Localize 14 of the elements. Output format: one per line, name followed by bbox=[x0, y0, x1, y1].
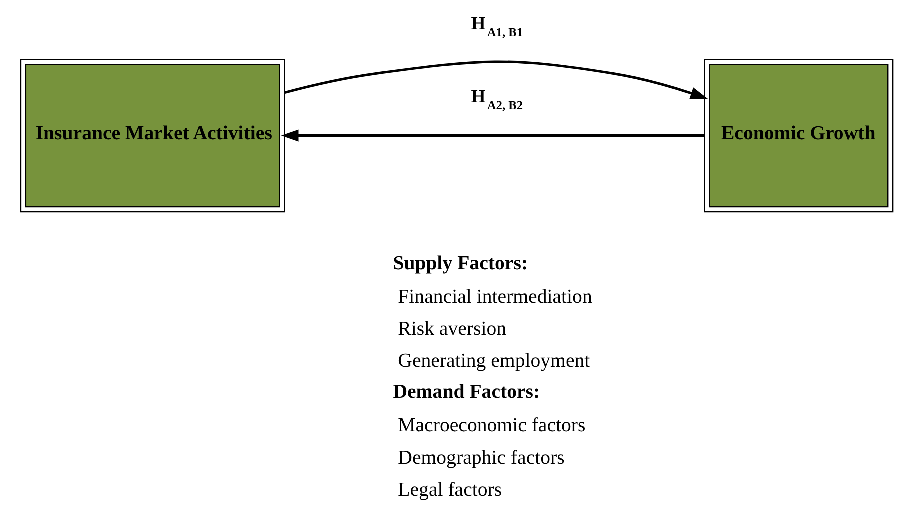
node-box: Insurance Market Activities bbox=[20, 58, 286, 213]
node-box: Economic Growth bbox=[704, 58, 894, 213]
arrow bbox=[281, 130, 704, 142]
label: Demographic factors bbox=[398, 446, 565, 469]
label: Generating employment bbox=[398, 350, 590, 372]
label: Supply Factors: bbox=[393, 252, 528, 274]
label: Financial intermediation bbox=[398, 286, 592, 308]
arrow bbox=[284, 60, 708, 100]
label: Legal factors bbox=[398, 479, 502, 502]
label: Demand Factors: bbox=[393, 381, 540, 404]
edge-label: H$_{A1, B1}$ bbox=[471, 13, 524, 40]
edge-label: H$_{A2, B2}$ bbox=[471, 86, 524, 112]
label: Risk aversion bbox=[398, 318, 507, 340]
label: Macroeconomic factors bbox=[398, 414, 586, 437]
